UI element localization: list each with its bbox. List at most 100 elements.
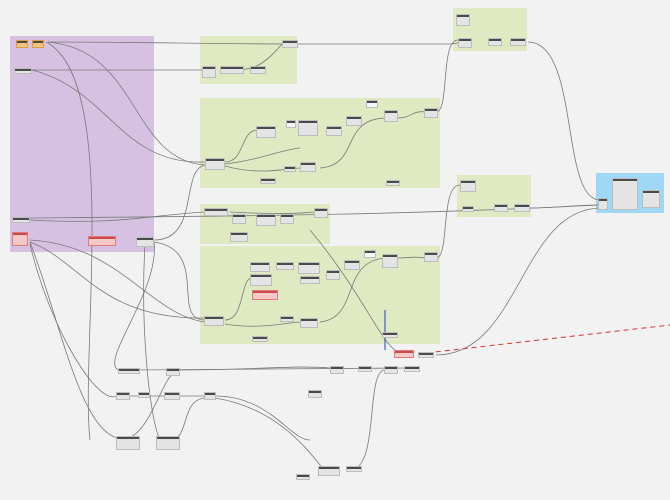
function-node[interactable] <box>308 390 322 398</box>
output-node[interactable] <box>612 178 638 210</box>
function-node[interactable] <box>326 270 340 280</box>
wire[interactable] <box>397 111 427 119</box>
error-node[interactable] <box>88 236 116 246</box>
function-node[interactable] <box>494 204 508 212</box>
function-node[interactable] <box>202 66 216 78</box>
function-node[interactable] <box>118 368 140 374</box>
function-node[interactable] <box>346 116 362 126</box>
wire[interactable] <box>349 369 386 471</box>
wire[interactable] <box>224 165 301 172</box>
function-node[interactable] <box>358 366 372 372</box>
function-node[interactable] <box>424 252 438 262</box>
function-node[interactable] <box>384 110 398 122</box>
function-node[interactable] <box>252 336 268 342</box>
function-node[interactable] <box>205 158 225 170</box>
wire[interactable] <box>29 243 119 398</box>
function-node[interactable] <box>232 214 246 224</box>
function-node[interactable] <box>386 180 400 186</box>
function-node[interactable] <box>382 332 398 338</box>
code-block-node[interactable] <box>14 68 32 74</box>
wire[interactable] <box>47 41 206 166</box>
function-node[interactable] <box>384 366 398 374</box>
group-lower-large[interactable] <box>200 246 440 344</box>
function-node[interactable] <box>136 237 154 247</box>
function-node[interactable] <box>346 466 362 472</box>
function-node[interactable] <box>462 206 474 212</box>
wire[interactable] <box>119 371 176 441</box>
function-node[interactable] <box>458 38 472 48</box>
warning-node[interactable] <box>394 350 414 358</box>
wire[interactable] <box>224 147 301 165</box>
wire[interactable] <box>319 117 386 169</box>
wire[interactable] <box>224 321 301 327</box>
watch-node[interactable] <box>286 120 296 128</box>
wire[interactable] <box>224 277 253 321</box>
wire[interactable] <box>179 366 331 371</box>
function-node[interactable] <box>156 436 180 450</box>
function-node[interactable] <box>260 178 276 184</box>
watch-node[interactable] <box>366 100 378 108</box>
function-node[interactable] <box>326 126 342 136</box>
watch-node[interactable] <box>364 250 376 258</box>
wire[interactable] <box>435 184 461 259</box>
function-node[interactable] <box>166 368 180 376</box>
function-node[interactable] <box>488 38 502 46</box>
function-node[interactable] <box>510 38 526 46</box>
function-node[interactable] <box>282 40 298 48</box>
wire[interactable] <box>527 41 601 201</box>
function-node[interactable] <box>404 366 420 372</box>
wire[interactable] <box>214 397 326 471</box>
wire[interactable] <box>435 207 601 356</box>
group-inputs[interactable] <box>10 36 154 252</box>
wire[interactable] <box>169 397 206 441</box>
wire[interactable] <box>529 204 601 209</box>
function-node[interactable] <box>276 262 294 270</box>
function-node[interactable] <box>382 254 398 268</box>
function-node[interactable] <box>256 214 276 226</box>
code-block-node[interactable] <box>12 217 30 223</box>
function-node[interactable] <box>300 162 316 172</box>
function-node[interactable] <box>250 66 266 74</box>
function-node[interactable] <box>280 316 294 322</box>
number-input-node[interactable] <box>16 40 28 48</box>
wire[interactable] <box>214 395 311 441</box>
function-node[interactable] <box>314 208 328 218</box>
function-node[interactable] <box>220 66 244 74</box>
wire[interactable] <box>319 257 386 323</box>
wire[interactable] <box>309 229 396 351</box>
function-node[interactable] <box>424 108 438 118</box>
wire[interactable] <box>229 211 316 214</box>
function-node[interactable] <box>460 180 476 192</box>
group-middle-large[interactable] <box>200 98 440 188</box>
wire[interactable] <box>153 164 206 241</box>
function-node[interactable] <box>280 214 294 224</box>
function-node[interactable] <box>138 392 150 398</box>
function-node[interactable] <box>204 208 228 216</box>
wire[interactable] <box>153 241 206 321</box>
function-node[interactable] <box>204 392 216 400</box>
function-node[interactable] <box>164 392 180 400</box>
function-node[interactable] <box>418 352 434 358</box>
function-node[interactable] <box>116 436 140 450</box>
number-input-node[interactable] <box>32 40 44 48</box>
function-node[interactable] <box>300 318 318 328</box>
wire[interactable] <box>29 239 206 323</box>
function-node[interactable] <box>344 260 360 270</box>
error-node[interactable] <box>252 290 278 300</box>
function-node[interactable] <box>318 466 340 476</box>
wire[interactable] <box>31 69 206 163</box>
wire[interactable] <box>45 41 93 441</box>
function-node[interactable] <box>204 316 224 326</box>
function-node[interactable] <box>250 274 272 286</box>
function-node[interactable] <box>256 126 276 138</box>
wire[interactable] <box>224 129 259 163</box>
output-node[interactable] <box>642 190 660 208</box>
wire[interactable] <box>143 243 161 441</box>
wire[interactable] <box>29 241 206 319</box>
wire[interactable] <box>47 39 471 45</box>
function-node[interactable] <box>456 14 470 26</box>
function-node[interactable] <box>298 120 318 136</box>
error-node[interactable] <box>12 232 28 246</box>
function-node[interactable] <box>230 232 248 242</box>
